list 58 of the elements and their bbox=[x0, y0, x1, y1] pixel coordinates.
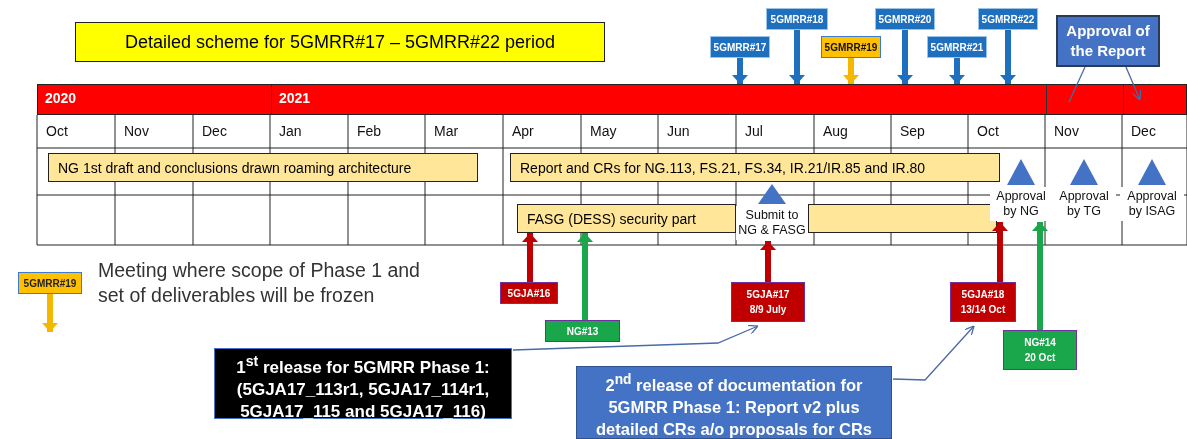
activity-bar bbox=[808, 204, 997, 233]
legend-text: Meeting where scope of Phase 1 and set of deliverables will be frozen bbox=[98, 258, 421, 308]
block-arrow bbox=[897, 30, 913, 84]
month-label: Nov bbox=[124, 123, 149, 139]
meeting-tag: 5GMRR#17 bbox=[710, 36, 770, 58]
block-arrow bbox=[1000, 30, 1016, 84]
month-label: Sep bbox=[900, 123, 925, 139]
month-label: Aug bbox=[823, 123, 848, 139]
timeline-band bbox=[37, 84, 1187, 115]
meeting-tag: 5GMRR#20 bbox=[875, 8, 935, 30]
meeting-tag: NG#14 20 Oct bbox=[1003, 330, 1077, 370]
year-label: 2021 bbox=[279, 90, 311, 106]
block-arrow bbox=[522, 233, 538, 282]
block-arrow bbox=[949, 58, 965, 84]
release-note-box: 2$^{nd}$ release of documentation for 5GMRR Phase 1: Report v2 plus detailed CRs a/o proposals for CRs bbox=[576, 366, 892, 439]
month-label: Oct bbox=[977, 123, 999, 139]
block-arrow bbox=[789, 30, 805, 84]
block-arrow bbox=[732, 58, 748, 84]
month-label: Feb bbox=[357, 123, 382, 139]
meeting-tag: 5GMRR#19 bbox=[821, 36, 881, 58]
meeting-tag: 5GMRR#19 bbox=[18, 272, 82, 294]
meeting-tag: NG#13 bbox=[545, 320, 620, 342]
block-arrow bbox=[760, 241, 776, 282]
arrow bbox=[1125, 66, 1142, 101]
month-label: Dec bbox=[1131, 123, 1156, 139]
activity-bar: NG 1st draft and conclusions drawn roaming architecture bbox=[48, 153, 478, 182]
activity-bar: Report and CRs for NG.113, FS.21, FS.34, IR.21/IR.85 and IR.80 bbox=[510, 153, 1000, 182]
meeting-tag: 5GMRR#22 bbox=[978, 8, 1038, 30]
month-label: May bbox=[590, 123, 617, 139]
release-note-box: 1$^{st}$ release for 5GMRR Phase 1: (5GJA17_113r1, 5GJA17_114r1, 5GJA17_115 and 5GJA17_116) bbox=[214, 348, 512, 419]
meeting-tag: 5GJA#18 13/14 Oct bbox=[950, 282, 1016, 322]
month-label: Oct bbox=[46, 123, 68, 139]
meeting-tag: 5GMRR#21 bbox=[927, 36, 987, 58]
block-arrow bbox=[42, 294, 58, 332]
block-arrow bbox=[577, 233, 593, 320]
milestone-label: Approval by NG bbox=[990, 187, 1052, 221]
meeting-tag: 5GJA#17 8/9 July bbox=[731, 282, 805, 322]
arrow bbox=[512, 324, 759, 351]
month-label: Jul bbox=[745, 123, 763, 139]
block-arrow bbox=[992, 222, 1008, 282]
month-label: Nov bbox=[1054, 123, 1079, 139]
month-label: Jan bbox=[279, 123, 302, 139]
meeting-tag: 5GMRR#18 bbox=[766, 8, 828, 30]
month-label: Jun bbox=[667, 123, 690, 139]
year-label: 2020 bbox=[45, 90, 77, 106]
callout-box: Approval of the Report bbox=[1056, 15, 1160, 67]
month-label: Mar bbox=[434, 123, 459, 139]
meeting-tag: 5GJA#16 bbox=[500, 282, 558, 304]
block-arrow bbox=[843, 58, 859, 84]
block-arrow bbox=[1032, 222, 1048, 330]
title-box: Detailed scheme for 5GMRR#17 – 5GMRR#22 period bbox=[75, 22, 605, 62]
month-label: Dec bbox=[202, 123, 227, 139]
month-label: Apr bbox=[512, 123, 534, 139]
milestone-label: Approval by ISAG bbox=[1120, 187, 1184, 221]
milestone-label: Submit to NG & FASG bbox=[736, 206, 808, 240]
activity-bar: FASG (DESS) security part bbox=[517, 204, 736, 233]
arrow bbox=[892, 325, 975, 381]
connector-line bbox=[1068, 66, 1086, 103]
